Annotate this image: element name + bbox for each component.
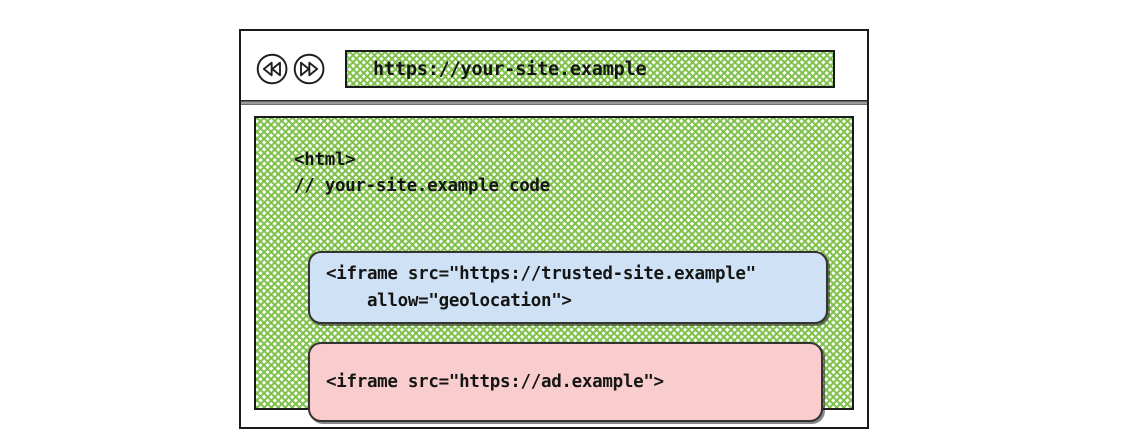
ad-iframe-code: <iframe src="https://ad.example"> [326, 371, 664, 392]
ad-iframe[interactable]: <iframe src="https://ad.example"> [308, 342, 823, 422]
trusted-site-iframe-code: <iframe src="https://trusted-site.exampl… [326, 263, 756, 311]
url-text: https://your-site.example [373, 58, 647, 80]
chrome-divider [241, 100, 867, 105]
navigation-buttons [255, 52, 326, 86]
fast-forward-icon[interactable] [292, 52, 326, 86]
trusted-site-iframe[interactable]: <iframe src="https://trusted-site.exampl… [308, 251, 828, 324]
url-bar[interactable]: https://your-site.example [345, 50, 835, 88]
browser-window: https://your-site.example <html> // your… [239, 29, 869, 429]
rewind-back-icon[interactable] [255, 52, 289, 86]
page-viewport: <html> // your-site.example code <iframe… [254, 116, 854, 422]
browser-chrome: https://your-site.example [241, 31, 867, 100]
page-source-code: <html> // your-site.example code [294, 150, 550, 196]
